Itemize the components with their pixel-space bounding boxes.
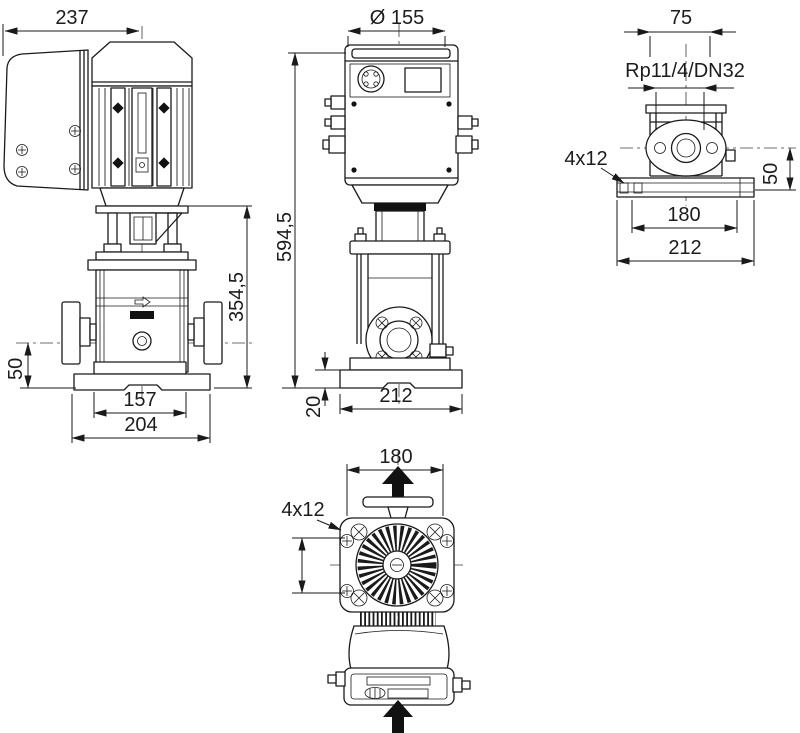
- cable-glands-top: [327, 671, 471, 693]
- pump-head-plate: [349, 240, 451, 255]
- flange-bolt-hole: [706, 142, 718, 154]
- dim-212-port: 212: [616, 200, 755, 266]
- dim-connection: Rp11/4/DN32: [625, 60, 745, 130]
- dim-label: Rp11/4/DN32: [625, 60, 745, 82]
- nameplate: [130, 311, 154, 319]
- pump-top-plate: [87, 259, 197, 271]
- dim-label: 157: [123, 389, 156, 411]
- control-box-top: [343, 667, 455, 706]
- pump-base: [339, 369, 463, 389]
- dim-label: 354,5: [226, 272, 248, 322]
- port-view: 75 Rp11/4/DN32 4x12 50 180 212: [564, 7, 796, 266]
- dim-label: 50: [760, 163, 782, 185]
- vent-slot: [366, 676, 431, 686]
- front-view: Ø 155 594,5 20 212: [274, 7, 479, 418]
- dim-4x12: 4x12: [564, 148, 625, 184]
- flange-bolt-hole: [654, 142, 666, 154]
- motor-adapter: [99, 187, 185, 207]
- dim-237: 237: [2, 7, 140, 56]
- side-tab-holes: [340, 534, 454, 598]
- dim-50-left: 50: [5, 342, 76, 389]
- control-box: [344, 44, 459, 186]
- lantern-pillar: [107, 212, 118, 245]
- port-plug: [429, 343, 447, 358]
- dim-212-front: 212: [339, 385, 463, 414]
- dim-diameter-155: Ø 155: [347, 7, 446, 47]
- dim-75: 75: [624, 7, 736, 57]
- flow-arrow-icon: [134, 296, 151, 308]
- label-slot: [387, 688, 429, 699]
- cover-screws: [351, 101, 452, 173]
- dim-180-port: 180: [631, 200, 738, 233]
- display-screen: [404, 67, 442, 93]
- corner-screws: [350, 523, 444, 607]
- anchor-hole-section: [633, 182, 643, 194]
- pump-column: [95, 269, 189, 373]
- dim-label: 212: [379, 385, 412, 407]
- side-view: 237 354,5 50 157 204: [2, 7, 256, 443]
- screw-icon: [16, 125, 81, 178]
- dim-204: 204: [71, 394, 211, 443]
- fan-blades: [357, 525, 437, 605]
- dim-label: Ø 155: [370, 7, 424, 29]
- dim-594-5: 594,5: [274, 52, 346, 389]
- dim-label: 75: [670, 7, 692, 29]
- handle: [362, 496, 434, 508]
- suction-flange: [61, 301, 81, 365]
- flow-direction-arrow: [383, 700, 413, 733]
- dim-354-5: 354,5: [214, 205, 252, 389]
- base-plate: [616, 177, 755, 198]
- flow-direction-arrow: [382, 466, 414, 497]
- shroud: [351, 184, 449, 204]
- dim-label: 20: [303, 396, 325, 418]
- motor-cap: [91, 41, 193, 87]
- dim-label: 180: [379, 446, 412, 468]
- dim-label: 212: [668, 237, 701, 259]
- knob-icon: [364, 687, 386, 699]
- display-panel: [349, 63, 451, 98]
- discharge-flange: [203, 301, 223, 365]
- fan-cover: [355, 523, 439, 607]
- dim-bolt-spacing-unlabeled: [292, 537, 345, 594]
- top-view: 180 4x12: [281, 446, 471, 733]
- dim-label: 50: [5, 358, 27, 380]
- lantern-pillar: [167, 212, 178, 245]
- drain-plug: [132, 331, 152, 351]
- oval-flange: [645, 119, 727, 177]
- dim-50-right: 50: [755, 147, 796, 191]
- pump-base: [73, 373, 211, 391]
- dim-157: 157: [93, 389, 187, 418]
- dim-label: 180: [667, 204, 700, 226]
- dim-20: 20: [303, 352, 342, 418]
- cable-glands: [322, 95, 479, 154]
- flange-screws: [375, 316, 423, 364]
- dim-4x12-top: 4x12: [281, 499, 342, 531]
- port-bore: [670, 132, 702, 164]
- dim-label: 4x12: [564, 148, 607, 170]
- dim-label: 4x12: [281, 499, 324, 521]
- dim-label: 204: [124, 414, 157, 436]
- dim-label: 237: [55, 7, 88, 29]
- connector-icon: [357, 65, 385, 93]
- dim-label: 594,5: [274, 212, 296, 262]
- dim-180-top: 180: [346, 446, 444, 516]
